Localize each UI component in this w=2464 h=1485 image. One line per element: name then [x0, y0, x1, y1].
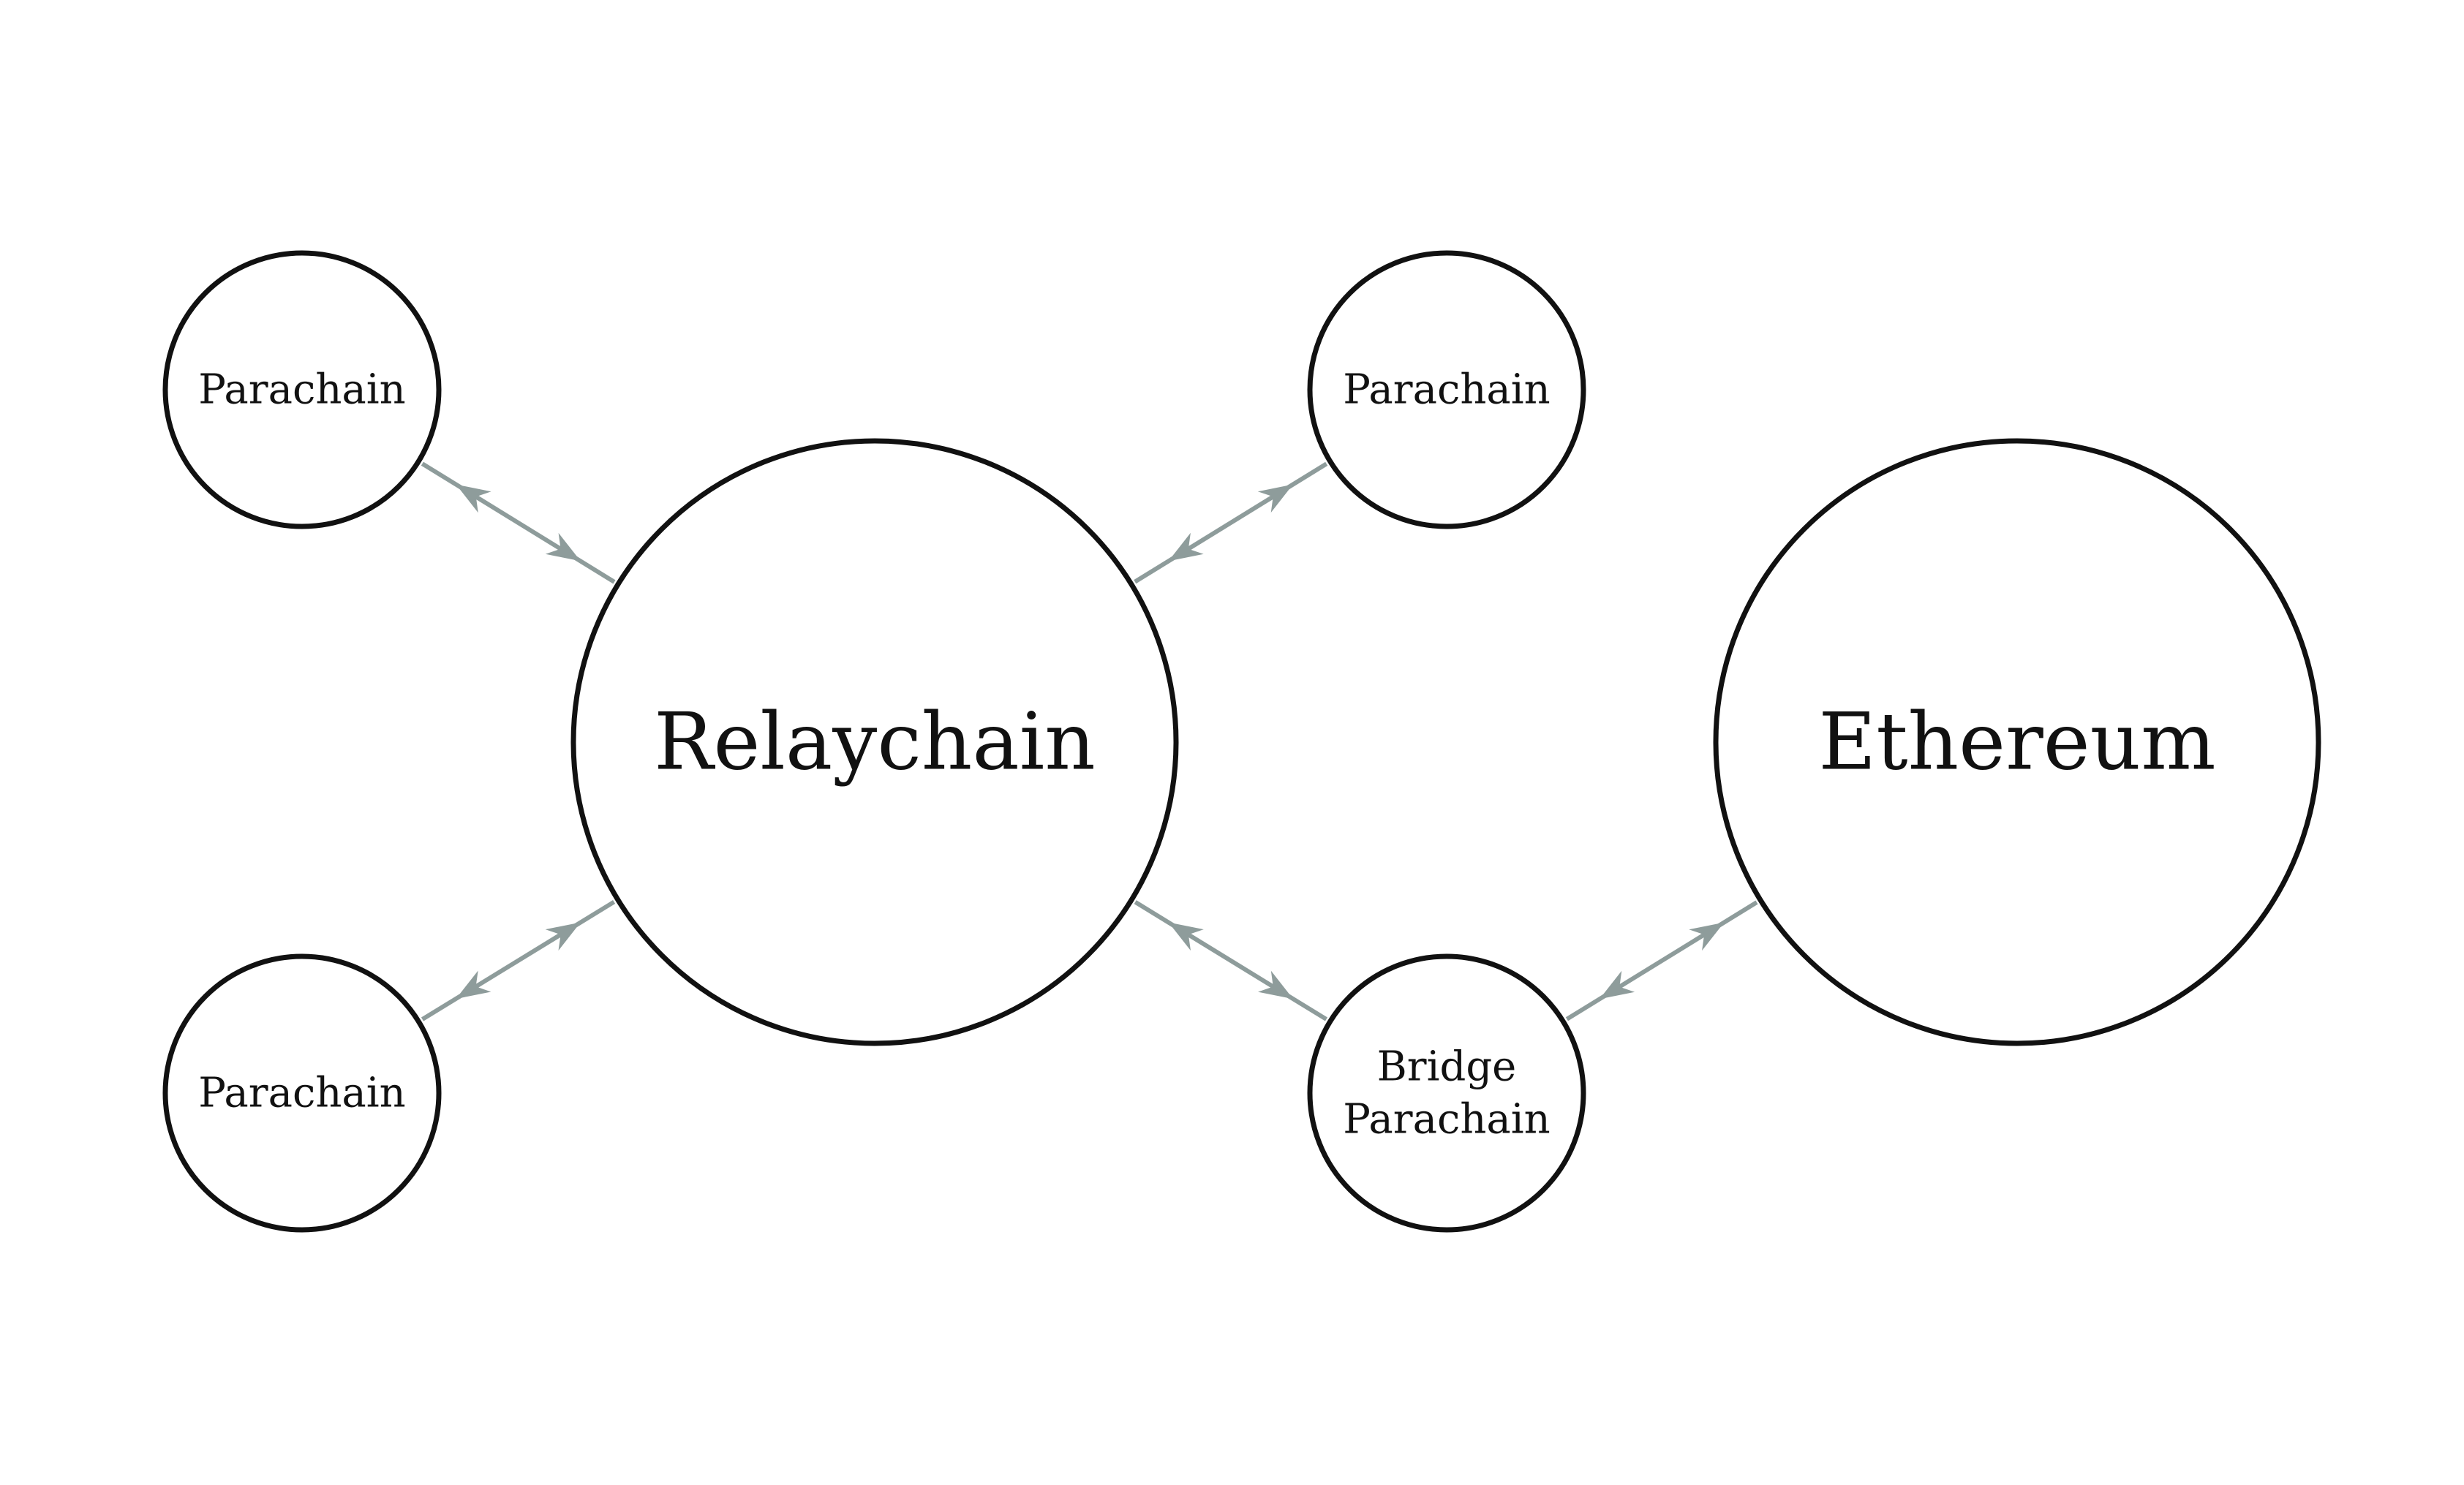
arrow-head-toward-relaychain [1168, 922, 1204, 951]
edge-line [421, 461, 616, 584]
edge-line [1565, 900, 1758, 1021]
node-ethereum: Ethereum [1713, 438, 2321, 1046]
edge-line [1134, 900, 1328, 1021]
edge-parachain-bottom-left-relaychain [421, 899, 616, 1021]
node-label: Parachain [1343, 1096, 1551, 1144]
node-circle [1713, 438, 2321, 1046]
edge-parachain-top-left-relaychain [421, 461, 616, 584]
arrow-head-toward-relaychain [1168, 532, 1204, 562]
arrow-head-toward-parachain-bottom-left [456, 970, 491, 1000]
edge-relaychain-bridge-parachain [1134, 900, 1328, 1021]
edge-line [421, 899, 616, 1021]
arrow-head-toward-relaychain [545, 922, 581, 951]
arrow-head-toward-ethereum [1689, 922, 1725, 951]
node-parachain-bottom-left: Parachain [162, 953, 442, 1233]
node-label: Relaychain [654, 697, 1096, 788]
node-label: Bridge [1377, 1043, 1517, 1091]
edge-line [1134, 461, 1328, 584]
node-label: Parachain [198, 366, 406, 414]
arrow-head-toward-parachain-top-left [456, 484, 491, 513]
node-parachain-top-right: Parachain [1307, 250, 1586, 529]
node-label: Parachain [1343, 366, 1551, 414]
node-circle [162, 250, 442, 529]
edge-bridge-parachain-ethereum [1565, 900, 1758, 1021]
arrow-head-toward-bridge-parachain [1258, 970, 1294, 1000]
node-circle [1307, 250, 1586, 529]
arrow-head-toward-bridge-parachain [1600, 970, 1635, 1000]
arrow-head-toward-parachain-top-right [1257, 484, 1293, 513]
node-label: Parachain [198, 1070, 406, 1117]
node-label: Ethereum [1818, 697, 2215, 788]
edge-relaychain-parachain-top-right [1134, 461, 1328, 584]
node-circle [162, 953, 442, 1233]
node-circle [1307, 953, 1586, 1233]
node-relaychain: Relaychain [570, 438, 1179, 1046]
node-circle [570, 438, 1179, 1046]
arrow-head-toward-relaychain [545, 532, 581, 562]
edges-layer [421, 461, 1758, 1021]
node-parachain-top-left: Parachain [162, 250, 442, 529]
